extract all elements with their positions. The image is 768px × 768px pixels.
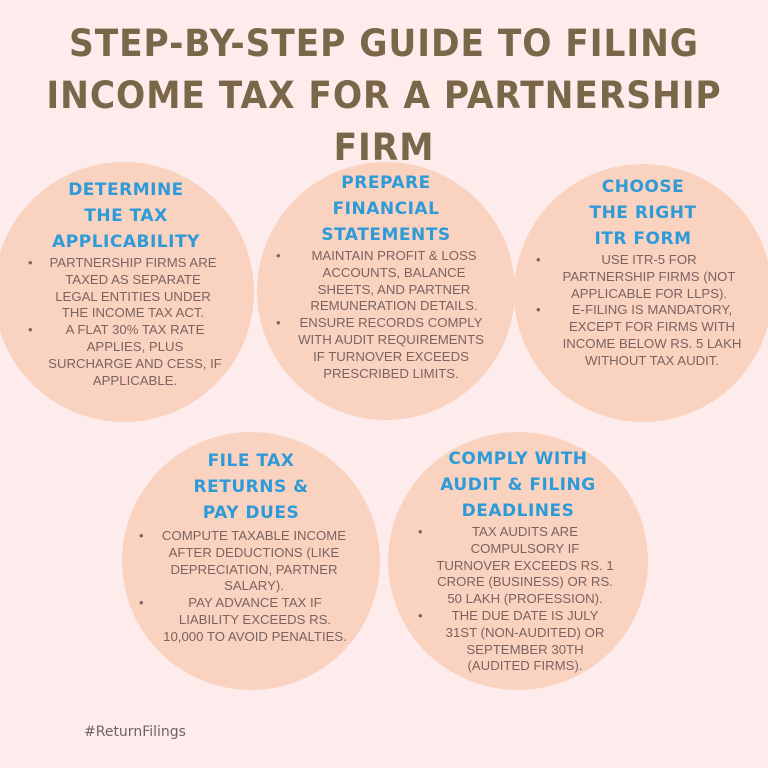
page-title: STEP-BY-STEP GUIDE TO FILING INCOME TAX … (27, 18, 741, 174)
bullet-item: • COMPUTE TAXABLE INCOME AFTER DEDUCTION… (139, 528, 347, 594)
bullet-icon: • (536, 302, 541, 318)
bullet-icon: • (139, 595, 144, 611)
bullet-icon: • (418, 607, 423, 623)
bullet-icon: • (418, 524, 423, 539)
hashtag-label: #ReturnFilings (84, 724, 186, 740)
bullet-item: • TAX AUDITS ARE COMPULSORY IF TURNOVER … (418, 524, 614, 607)
bullet-icon: • (276, 248, 281, 263)
bullet-item: • THE DUE DATE IS JULY 31ST (NON-AUDITED… (418, 607, 605, 674)
bullet-icon: • (536, 252, 541, 267)
step-card-prepare-financial-statements: PREPARE FINANCIAL STATEMENTS • MAINTAIN … (257, 162, 515, 420)
bullet-item: • A FLAT 30% TAX RATE APPLIES, PLUS SURC… (28, 322, 222, 388)
step-heading: PREPARE FINANCIAL STATEMENTS (321, 173, 451, 245)
bullet-icon: • (276, 315, 281, 331)
step-bullets: • COMPUTE TAXABLE INCOME AFTER DEDUCTION… (139, 528, 363, 646)
bullet-item: • PAY ADVANCE TAX IF LIABILITY EXCEEDS R… (139, 595, 347, 644)
step-bullets: • TAX AUDITS ARE COMPULSORY IF TURNOVER … (418, 524, 618, 675)
bullet-item: • USE ITR-5 FOR PARTNERSHIP FIRMS (NOT A… (536, 252, 736, 301)
step-heading: CHOOSE THE RIGHT ITR FORM (589, 177, 697, 249)
step-heading: COMPLY WITH AUDIT & FILING DEADLINES (440, 449, 596, 521)
step-card-choose-itr-form: CHOOSE THE RIGHT ITR FORM • USE ITR-5 FO… (514, 164, 768, 422)
bullet-icon: • (28, 322, 33, 338)
bullet-icon: • (139, 528, 144, 543)
bullet-item: • MAINTAIN PROFIT & LOSS ACCOUNTS, BALAN… (276, 248, 478, 314)
step-card-determine-tax-applicability: DETERMINE THE TAX APPLICABILITY • PARTNE… (0, 162, 254, 422)
step-heading: DETERMINE THE TAX APPLICABILITY (52, 180, 200, 252)
step-card-comply-audit-deadlines: COMPLY WITH AUDIT & FILING DEADLINES • T… (388, 432, 648, 690)
step-heading: FILE TAX RETURNS & PAY DUES (193, 451, 309, 523)
step-bullets: • USE ITR-5 FOR PARTNERSHIP FIRMS (NOT A… (536, 252, 750, 370)
bullet-item: • E-FILING IS MANDATORY, EXCEPT FOR FIRM… (536, 302, 742, 368)
title-line: STEP-BY-STEP GUIDE TO FILING (69, 22, 699, 65)
bullet-item: • PARTNERSHIP FIRMS ARE TAXED AS SEPARAT… (28, 255, 217, 321)
step-bullets: • PARTNERSHIP FIRMS ARE TAXED AS SEPARAT… (28, 255, 224, 389)
bullet-icon: • (28, 255, 33, 270)
step-bullets: • MAINTAIN PROFIT & LOSS ACCOUNTS, BALAN… (276, 248, 496, 382)
step-card-file-tax-returns: FILE TAX RETURNS & PAY DUES • COMPUTE TA… (122, 432, 380, 690)
title-line: INCOME TAX FOR A PARTNERSHIP (46, 74, 722, 117)
title-line: FIRM (333, 126, 435, 169)
bullet-item: • ENSURE RECORDS COMPLY WITH AUDIT REQUI… (276, 315, 484, 381)
